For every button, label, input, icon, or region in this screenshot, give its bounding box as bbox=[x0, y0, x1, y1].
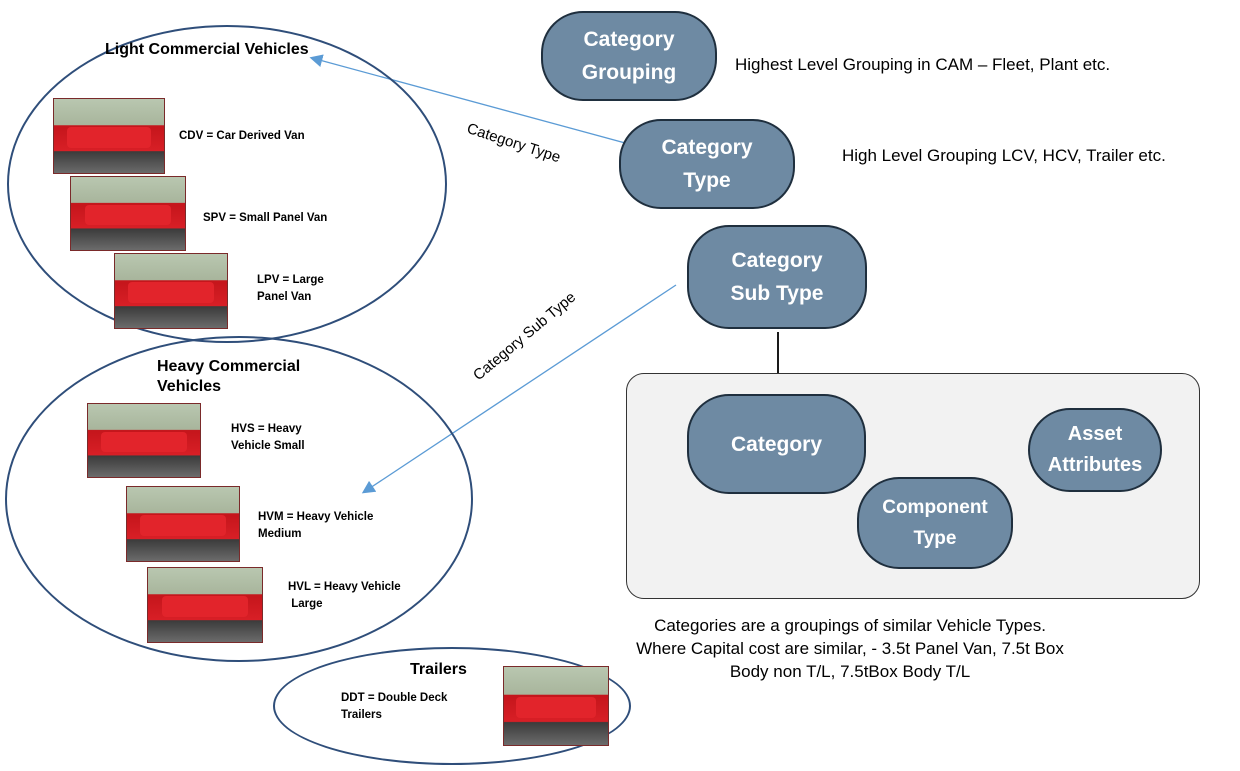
category-type-description: High Level Grouping LCV, HCV, Trailer et… bbox=[842, 146, 1166, 165]
category-grouping-description: Highest Level Grouping in CAM – Fleet, P… bbox=[735, 55, 1111, 74]
asset-attributes-node[interactable]: Asset Attributes bbox=[1028, 408, 1162, 492]
trailers-group-ellipse bbox=[273, 647, 631, 765]
hvm-label: HVM = Heavy Vehicle Medium bbox=[258, 511, 374, 540]
component-type-label: Component Type bbox=[882, 497, 988, 549]
category-grouping-label: Category Grouping bbox=[581, 28, 677, 84]
category-type-node[interactable]: Category Type bbox=[619, 119, 795, 209]
category-grouping-node[interactable]: Category Grouping bbox=[541, 11, 717, 101]
category-sub-type-node[interactable]: Category Sub Type bbox=[687, 225, 867, 329]
lcv-group-title: Light Commercial Vehicles bbox=[105, 41, 309, 58]
lpv-label: LPV = Large Panel Van bbox=[257, 274, 324, 303]
hcv-group-ellipse bbox=[5, 336, 473, 662]
spv-photo bbox=[70, 176, 186, 251]
category-sub-type-label: Category Sub Type bbox=[730, 249, 824, 305]
hvs-photo bbox=[87, 403, 201, 478]
category-label: Category bbox=[730, 432, 823, 456]
cdv-label: CDV = Car Derived Van bbox=[179, 130, 305, 142]
category-type-label: Category Type bbox=[661, 136, 753, 192]
ddt-photo bbox=[503, 666, 609, 746]
hcv-group-title: Heavy Commercial Vehicles bbox=[157, 358, 301, 395]
categories-footnote: Categories are a groupings of similar Ve… bbox=[636, 616, 1064, 681]
asset-attributes-label: Asset Attributes bbox=[1047, 423, 1143, 476]
trailers-group-title: Trailers bbox=[410, 661, 467, 678]
category-node[interactable]: Category bbox=[687, 394, 866, 494]
hvs-label: HVS = Heavy Vehicle Small bbox=[231, 423, 305, 452]
hvm-photo bbox=[126, 486, 240, 562]
hvl-label: HVL = Heavy Vehicle Large bbox=[288, 581, 401, 610]
component-type-node[interactable]: Component Type bbox=[857, 477, 1013, 569]
ddt-label: DDT = Double Deck Trailers bbox=[341, 692, 448, 721]
cdv-photo bbox=[53, 98, 165, 174]
spv-label: SPV = Small Panel Van bbox=[203, 212, 328, 224]
lpv-photo bbox=[114, 253, 228, 329]
hvl-photo bbox=[147, 567, 263, 643]
